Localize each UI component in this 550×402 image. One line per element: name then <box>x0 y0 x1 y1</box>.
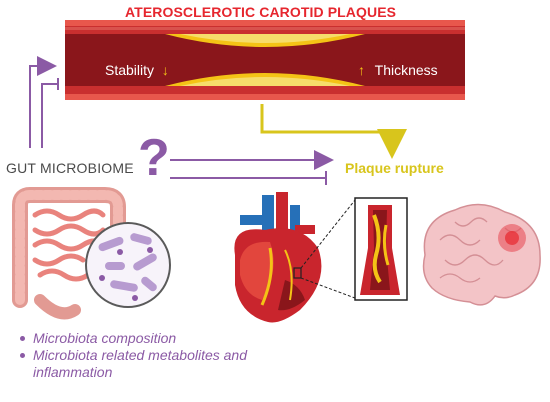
stability-text: Stability <box>105 62 155 78</box>
gut-to-artery-inhibit-line <box>41 83 58 148</box>
thickness-label: ↑ Thickness <box>358 62 438 78</box>
bullet-list: Microbiota composition Microbiota relate… <box>18 330 248 381</box>
plaque-rupture-label: Plaque rupture <box>345 160 444 176</box>
question-mark-icon: ? <box>138 129 170 187</box>
down-arrow-icon: ↓ <box>161 62 169 78</box>
gut-to-artery-arrow <box>29 56 57 148</box>
up-arrow-icon: ↑ <box>358 62 365 78</box>
bullet-item-composition: Microbiota composition <box>18 330 248 347</box>
bullet-item-metabolites: Microbiota related metabolites and infla… <box>18 347 248 381</box>
artery-to-rupture-arrow <box>260 104 407 159</box>
bottom-plaque-highlight <box>180 77 350 86</box>
stability-label: Stability ↓ <box>105 62 169 78</box>
top-plaque-highlight <box>180 34 350 43</box>
artery-illustration <box>65 20 465 100</box>
thickness-text: Thickness <box>374 62 438 78</box>
gut-microbiome-label: GUT MICROBIOME <box>6 160 134 176</box>
diagram-title: ATEROSCLEROTIC CAROTID PLAQUES <box>125 4 397 20</box>
